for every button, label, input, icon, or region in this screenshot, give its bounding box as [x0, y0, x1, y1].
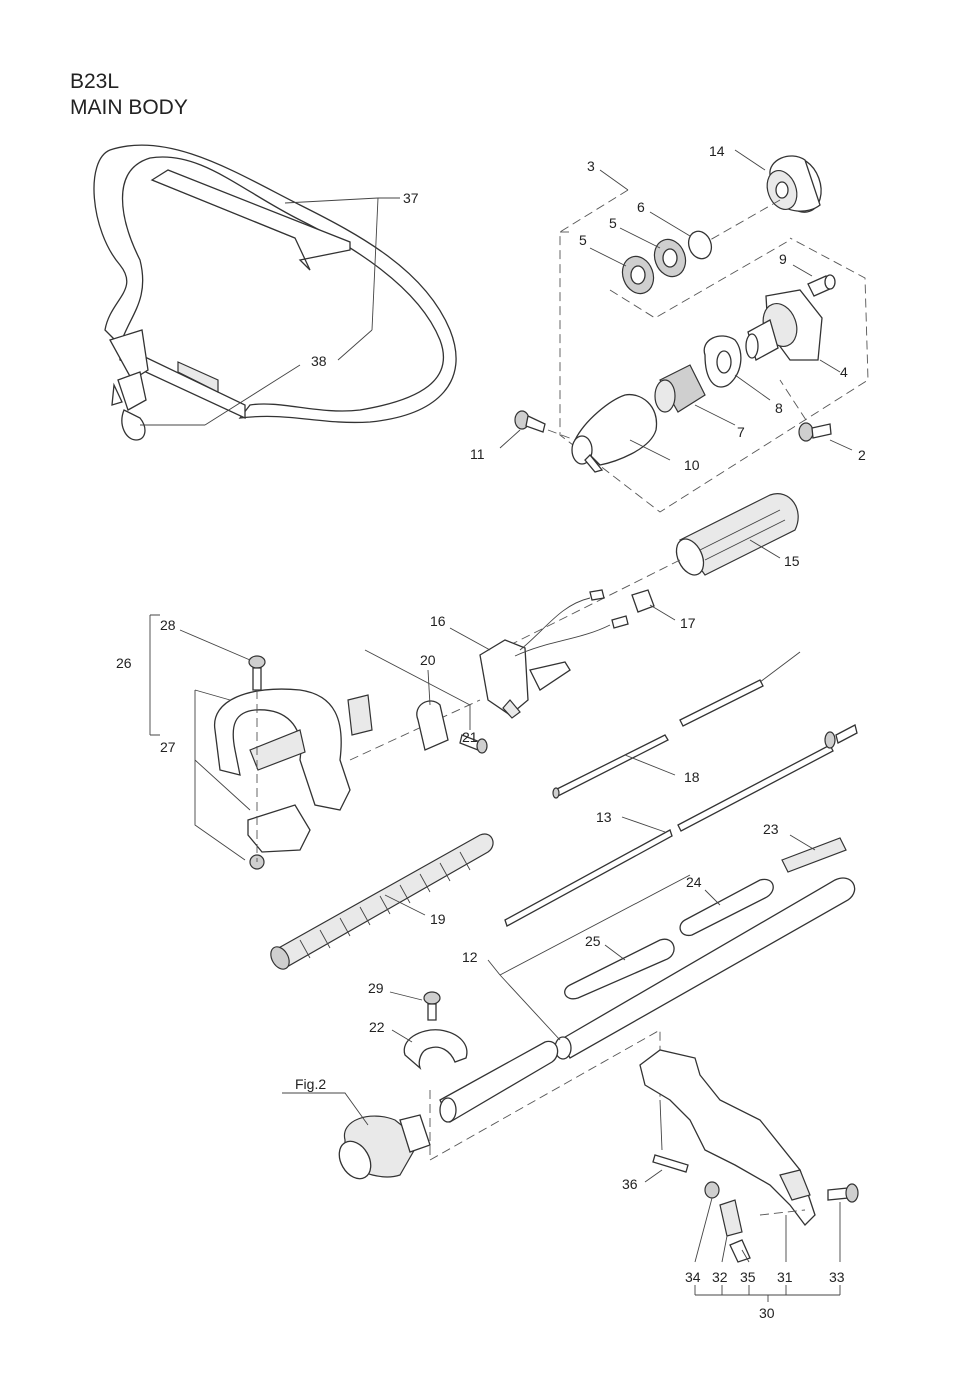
part-7-coupling	[654, 364, 706, 413]
callout-35: 35	[740, 1269, 756, 1285]
callout-36: 36	[622, 1176, 638, 1192]
part-25-sticker	[564, 938, 675, 1000]
part-29-bolt	[423, 991, 441, 1021]
callout-6: 6	[637, 199, 645, 215]
callout-25: 25	[585, 933, 601, 949]
part-5-bearing-b	[621, 255, 655, 295]
part-21-screw	[459, 734, 488, 754]
callout-16: 16	[430, 613, 446, 629]
part-4-gear-case	[745, 289, 823, 361]
fig2-label: Fig.2	[295, 1076, 326, 1092]
callout-18: 18	[684, 769, 700, 785]
callout-10: 10	[684, 457, 700, 473]
part-14-clutch-drum	[766, 155, 822, 213]
fig2-gear-head	[338, 1114, 431, 1180]
model-title: B23L	[70, 70, 120, 93]
callout-20: 20	[420, 652, 436, 668]
callout-3: 3	[587, 158, 595, 174]
callout-37: 37	[403, 190, 419, 206]
part-32-label	[719, 1199, 743, 1237]
part-16-throttle-lever	[479, 589, 629, 719]
callout-33: 33	[829, 1269, 845, 1285]
callout-12: 12	[462, 949, 478, 965]
part-9-bolt	[807, 274, 836, 297]
part-11-bolt	[514, 410, 546, 433]
part-15-grip	[675, 493, 799, 576]
part-33-bolt	[827, 1183, 859, 1203]
callout-5a: 5	[609, 215, 617, 231]
callout-11: 11	[470, 446, 485, 462]
callout-15: 15	[784, 553, 800, 569]
part-18-throttle-cable	[552, 651, 801, 799]
part-23-label	[781, 837, 847, 873]
callout-22: 22	[369, 1019, 385, 1035]
shoulder-strap	[93, 144, 457, 441]
callout-5b: 5	[579, 232, 587, 248]
part-34-nut	[704, 1181, 720, 1199]
part-13-drive-shaft	[504, 724, 858, 927]
part-8-plate	[703, 335, 742, 388]
callout-8: 8	[775, 400, 783, 416]
callout-7: 7	[737, 424, 745, 440]
part-36-pin	[652, 1154, 689, 1173]
part-28-bolt	[248, 655, 266, 691]
callout-2: 2	[858, 447, 866, 463]
part-6-snap-ring	[687, 230, 713, 260]
callout-23: 23	[763, 821, 779, 837]
callout-17: 17	[680, 615, 696, 631]
callout-34: 34	[685, 1269, 701, 1285]
callout-21: 21	[462, 729, 478, 745]
callout-4: 4	[840, 364, 848, 380]
callout-26: 26	[116, 655, 132, 671]
part-22-clamp	[403, 1029, 468, 1071]
part-20-clamp	[347, 694, 449, 751]
callout-24: 24	[686, 874, 702, 890]
callout-32: 32	[712, 1269, 728, 1285]
part-24-sticker	[679, 878, 774, 937]
callout-13: 13	[596, 809, 612, 825]
callout-30: 30	[759, 1305, 775, 1321]
callout-9: 9	[779, 251, 787, 267]
callout-14: 14	[709, 143, 725, 159]
callout-28: 28	[160, 617, 176, 633]
callout-27: 27	[160, 739, 176, 755]
part-31-guard-bracket	[639, 1049, 816, 1226]
callout-31: 31	[777, 1269, 793, 1285]
section-title: MAIN BODY	[70, 96, 188, 119]
part-2-bolt	[798, 422, 832, 442]
callout-29: 29	[368, 980, 384, 996]
part-10-cone-housing	[571, 393, 658, 473]
part-12-main-pipe	[439, 877, 856, 1123]
part-27-handle-clamp	[247, 804, 311, 853]
callout-38: 38	[311, 353, 327, 369]
part-35-label	[729, 1239, 751, 1263]
part-5-bearing-a	[653, 238, 687, 278]
callout-19: 19	[430, 911, 446, 927]
part-19-protective-tube	[270, 833, 494, 970]
part-26-handle	[214, 688, 351, 811]
part-17-sleeve	[631, 589, 655, 613]
